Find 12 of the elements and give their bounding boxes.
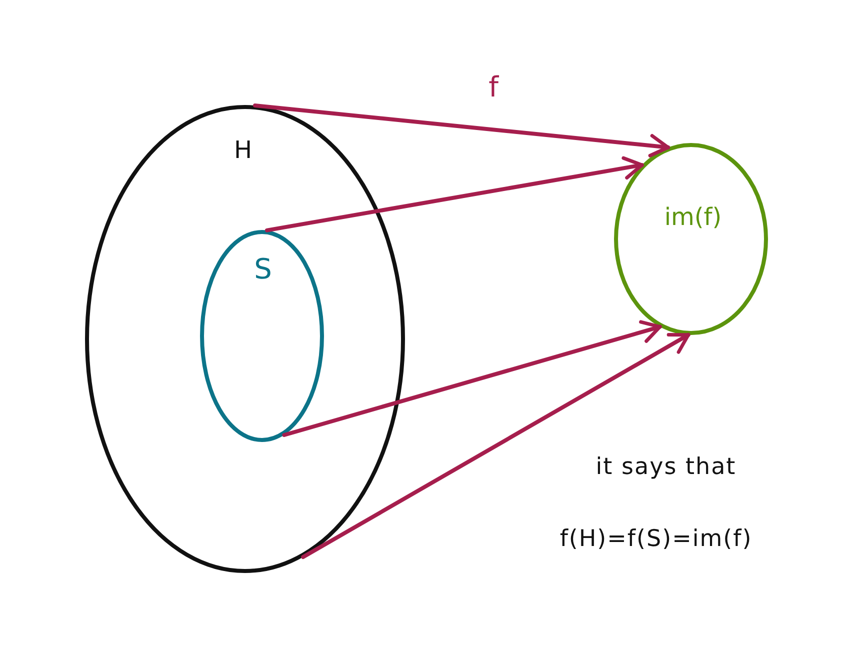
note-text: it says that [596, 454, 736, 482]
set-ellipse [200, 230, 324, 442]
set-label: H [234, 136, 252, 164]
set-label: im(f) [664, 204, 722, 230]
arrow [265, 156, 644, 232]
set-ellipse [85, 105, 405, 573]
note-text: f(H)=f(S)=im(f) [560, 526, 752, 554]
arrow [253, 104, 670, 158]
arrow [301, 332, 690, 559]
arrow [282, 320, 662, 437]
set-ellipse [614, 143, 768, 335]
set-label: S [254, 254, 272, 286]
